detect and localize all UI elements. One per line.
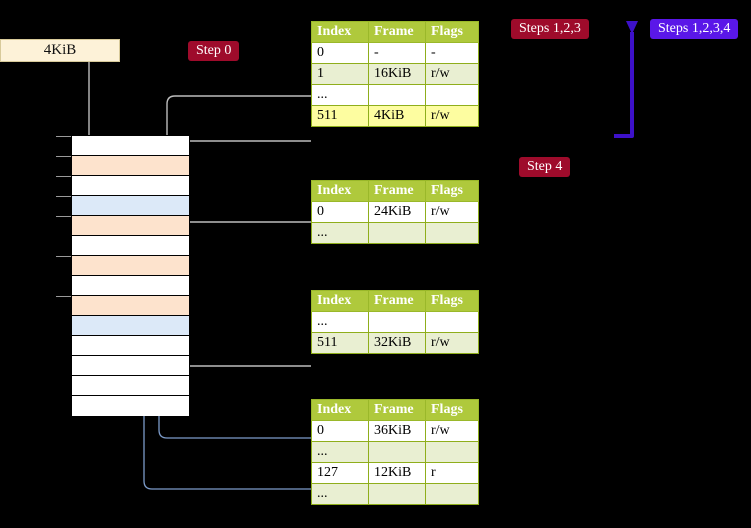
cell-index: 511: [311, 105, 369, 127]
memory-row: [72, 376, 189, 396]
cell-frame: 4KiB: [368, 105, 426, 127]
cell-index: ...: [311, 311, 369, 333]
column-header-flags: Flags: [425, 290, 479, 312]
memory-row: [72, 336, 189, 356]
column-header-flags: Flags: [425, 21, 479, 43]
column-header-index: Index: [311, 399, 369, 421]
memory-row: [72, 256, 189, 276]
cell-flags: r/w: [425, 332, 479, 354]
physical-memory-grid: [56, 135, 190, 416]
table-row: ...: [311, 222, 479, 244]
cell-index: ...: [311, 84, 369, 106]
table-row: ...: [311, 311, 479, 333]
column-header-frame: Frame: [368, 21, 426, 43]
memory-row: [72, 316, 189, 336]
cell-flags: [425, 222, 479, 244]
cell-index: 0: [311, 420, 369, 442]
table-row: ...: [311, 483, 479, 505]
badge-steps-123: Steps 1,2,3: [511, 19, 589, 39]
cell-frame: [368, 311, 426, 333]
memory-row: [72, 176, 189, 196]
cell-index: 127: [311, 462, 369, 484]
column-header-flags: Flags: [425, 399, 479, 421]
cell-frame: 32KiB: [368, 332, 426, 354]
memory-row: [72, 136, 189, 156]
cell-flags: [425, 84, 479, 106]
badge-step-4: Step 4: [519, 157, 571, 177]
cell-index: ...: [311, 441, 369, 463]
cell-index: ...: [311, 222, 369, 244]
cell-flags: [425, 441, 479, 463]
column-header-index: Index: [311, 290, 369, 312]
cell-frame: 12KiB: [368, 462, 426, 484]
cell-frame: 36KiB: [368, 420, 426, 442]
cell-flags: -: [425, 42, 479, 64]
memory-row: [72, 356, 189, 376]
memory-row: [72, 216, 189, 236]
cell-index: 1: [311, 63, 369, 85]
cell-index: 0: [311, 42, 369, 64]
table-row: ...: [311, 84, 479, 106]
cell-flags: r/w: [425, 420, 479, 442]
memory-row: [72, 276, 189, 296]
cell-frame: 24KiB: [368, 201, 426, 223]
column-header-frame: Frame: [368, 290, 426, 312]
memory-row-tick: [56, 296, 71, 297]
memory-row-tick: [56, 156, 71, 157]
cell-flags: r/w: [425, 105, 479, 127]
memory-row: [72, 156, 189, 176]
memory-row: [72, 396, 189, 416]
column-header-index: Index: [311, 180, 369, 202]
memory-frame-label: 4KiB: [43, 42, 77, 58]
memory-row-tick: [56, 216, 71, 217]
cell-frame: [368, 222, 426, 244]
cell-frame: [368, 483, 426, 505]
memory-row-tick: [56, 136, 71, 137]
cell-flags: [425, 483, 479, 505]
column-header-flags: Flags: [425, 180, 479, 202]
badge-steps-1234: Steps 1,2,3,4: [650, 19, 739, 39]
cell-index: ...: [311, 483, 369, 505]
table-row: ...: [311, 441, 479, 463]
memory-frame-label-box: 4KiB: [0, 39, 120, 62]
column-header-index: Index: [311, 21, 369, 43]
cell-frame: 16KiB: [368, 63, 426, 85]
memory-row: [72, 296, 189, 316]
cell-index: 0: [311, 201, 369, 223]
cell-flags: r: [425, 462, 479, 484]
memory-row-tick: [56, 196, 71, 197]
cell-index: 511: [311, 332, 369, 354]
memory-row: [72, 236, 189, 256]
cell-flags: r/w: [425, 63, 479, 85]
column-header-frame: Frame: [368, 399, 426, 421]
cell-flags: r/w: [425, 201, 479, 223]
memory-row: [72, 196, 189, 216]
badge-step-0: Step 0: [188, 41, 240, 61]
cell-frame: [368, 441, 426, 463]
table-row: 0--: [311, 42, 479, 64]
memory-row-tick: [56, 176, 71, 177]
cell-frame: -: [368, 42, 426, 64]
cell-frame: [368, 84, 426, 106]
cell-flags: [425, 311, 479, 333]
column-header-frame: Frame: [368, 180, 426, 202]
memory-row-tick: [56, 256, 71, 257]
